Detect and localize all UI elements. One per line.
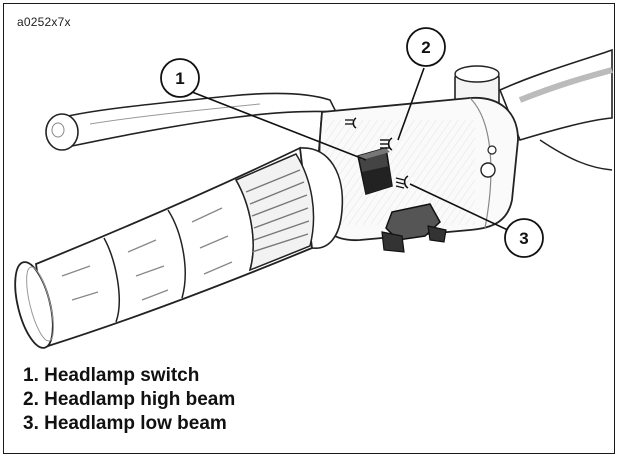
svg-text:2: 2	[421, 38, 430, 57]
figure-reference-code: a0252x7x	[17, 15, 71, 29]
top-lamp-symbol	[345, 117, 357, 129]
headlamp-switch	[357, 147, 393, 195]
legend-label: Headlamp switch	[44, 365, 200, 386]
legend: 1. Headlamp switch 2. Headlamp high beam…	[23, 364, 235, 436]
callout-1: 1	[160, 58, 200, 98]
hand-grip	[14, 146, 315, 349]
low-beam-symbol	[395, 175, 409, 189]
handlebar-tube	[454, 48, 613, 171]
legend-label: Headlamp low beam	[44, 413, 227, 434]
svg-text:3: 3	[519, 229, 528, 248]
switch-housing	[314, 97, 519, 241]
callout-3: 3	[504, 218, 544, 258]
callout-2: 2	[406, 27, 446, 67]
high-beam-symbol	[380, 137, 393, 151]
lower-trigger-switch	[381, 203, 447, 253]
callout-2-leader	[397, 67, 425, 141]
legend-item-high-beam: 2. Headlamp high beam	[23, 388, 235, 412]
svg-text:1: 1	[175, 69, 184, 88]
legend-item-low-beam: 3. Headlamp low beam	[23, 412, 235, 436]
legend-number: 1.	[23, 365, 39, 386]
legend-item-headlamp-switch: 1. Headlamp switch	[23, 364, 235, 388]
brake-lever	[45, 92, 338, 151]
legend-label: Headlamp high beam	[44, 389, 236, 410]
callout-1-leader	[191, 91, 367, 161]
callout-3-leader	[409, 183, 513, 233]
legend-number: 3.	[23, 413, 39, 434]
legend-number: 2.	[23, 389, 39, 410]
